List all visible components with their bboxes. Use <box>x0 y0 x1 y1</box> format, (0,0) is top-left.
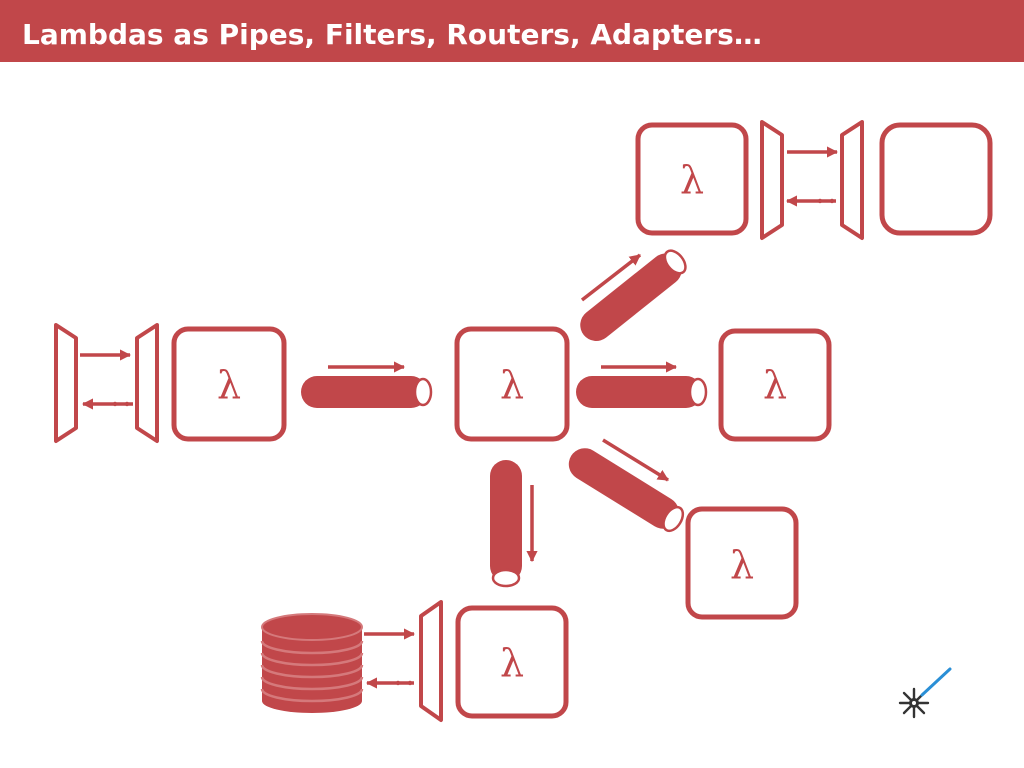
lambda-source: λ <box>171 326 287 442</box>
pipe-body <box>301 376 433 408</box>
pipe-router-right <box>576 361 708 408</box>
pipe-body <box>576 376 708 408</box>
pipe-body <box>490 460 522 588</box>
pipe-router-lower-right <box>568 438 685 533</box>
adapter-bottom <box>364 600 443 722</box>
lambda-label: λ <box>763 363 787 407</box>
lambda-bottom: λ <box>455 605 569 719</box>
starburst-logo <box>898 667 952 719</box>
adapter-left <box>54 323 159 443</box>
lambda-top: λ <box>635 122 749 236</box>
adapter-top-right <box>760 120 864 240</box>
database-cylinder <box>260 613 364 713</box>
header-bar <box>0 0 1024 62</box>
lambda-label: λ <box>680 158 704 202</box>
pipe-source-router <box>301 361 433 408</box>
pipe-router-top <box>580 249 687 342</box>
lambda-lower-right: λ <box>685 506 799 620</box>
lambda-label: λ <box>500 363 524 407</box>
lambda-label: λ <box>500 641 524 685</box>
pipe-router-bottom <box>490 460 538 588</box>
pipe-body <box>580 249 687 342</box>
lambda-label: λ <box>217 363 241 407</box>
lambda-router: λ <box>454 326 570 442</box>
page-title: Lambdas as Pipes, Filters, Routers, Adap… <box>22 18 762 51</box>
lambda-label: λ <box>730 543 754 587</box>
pipe-body <box>568 448 685 533</box>
plain-box-top-right <box>879 122 993 236</box>
lambda-right: λ <box>718 328 832 442</box>
